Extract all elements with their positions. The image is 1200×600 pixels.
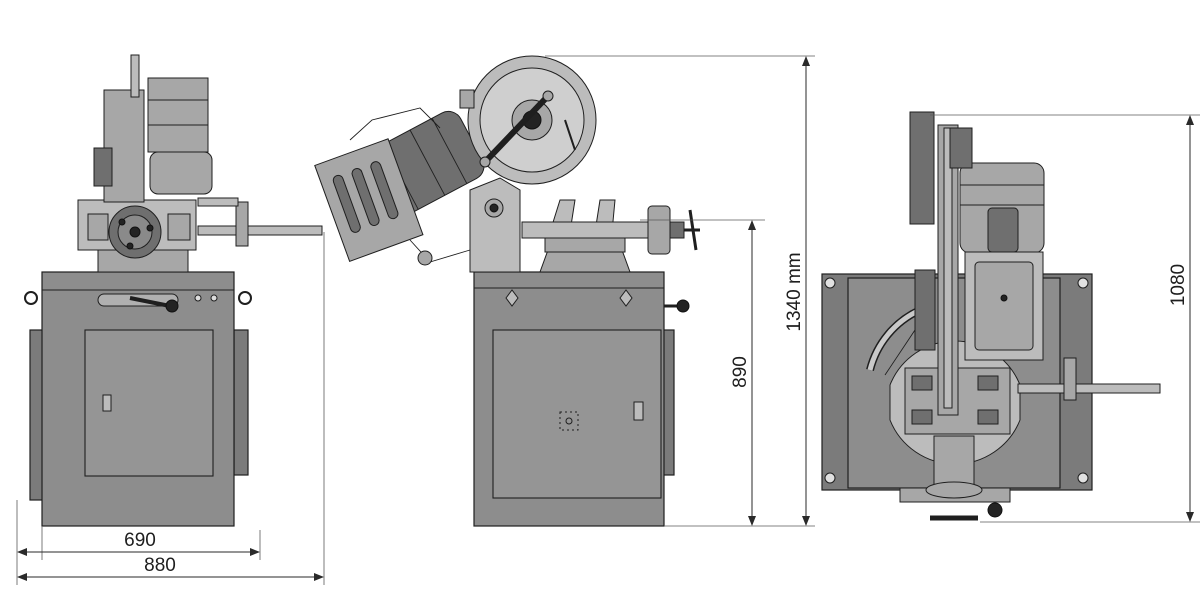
front-door-handle: [102, 394, 112, 412]
side-vise-hub: [647, 205, 671, 255]
dim-label-690: 690: [124, 530, 156, 551]
front-view: [24, 54, 323, 527]
dim-label-890: 890: [730, 356, 751, 388]
side-blade-arm: [482, 93, 551, 165]
top-column: [909, 111, 935, 225]
front-stock-rod: [197, 225, 323, 236]
top-dimensions: 1080: [930, 114, 1200, 523]
side-door-handle: [633, 401, 644, 421]
side-arm-bracket: [469, 177, 521, 273]
front-motor-housing: [147, 77, 209, 153]
top-stock-rod: [1017, 383, 1161, 394]
top-knob: [987, 502, 1003, 518]
side-view: [314, 55, 700, 527]
side-lever-knob: [676, 299, 690, 313]
front-lever-knob: [165, 299, 179, 313]
front-lift-eye-right: [238, 291, 252, 305]
front-dimensions: 690 880: [16, 232, 325, 585]
front-right-wing: [233, 329, 249, 476]
top-view: [821, 111, 1161, 521]
side-door-panel: [492, 329, 662, 499]
side-dimensions: 890 1340 mm: [545, 55, 815, 527]
dim-label-1340: 1340 mm: [784, 252, 805, 331]
front-lift-eye-left: [24, 291, 38, 305]
dim-label-880: 880: [144, 555, 176, 576]
dim-label-1080: 1080: [1168, 264, 1189, 306]
front-saw-rod: [130, 54, 140, 98]
